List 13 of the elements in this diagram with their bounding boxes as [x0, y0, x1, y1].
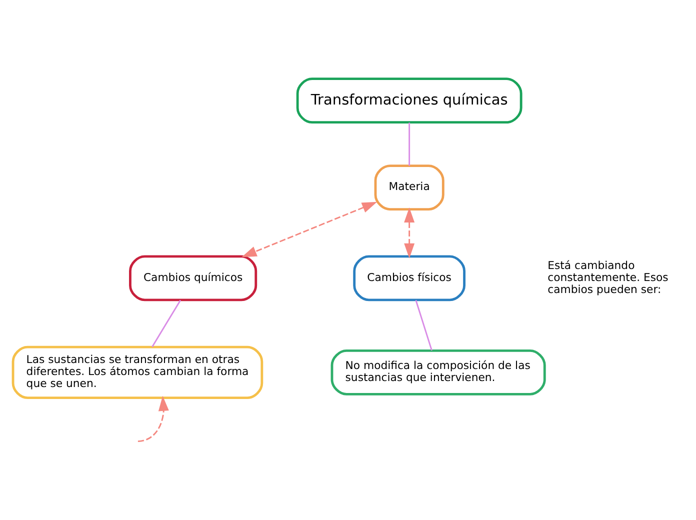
node-box: Cambios químicos	[129, 254, 258, 301]
arrow	[404, 206, 415, 258]
node-box: Transformaciones químicas	[296, 77, 522, 124]
node-box: Las sustancias se transforman en otras diferentes. Los átomos cambian la forma que se unen.	[12, 345, 264, 398]
connector	[415, 300, 432, 350]
node-box: Materia	[374, 164, 444, 210]
connector	[408, 122, 410, 166]
arrow	[138, 395, 169, 442]
connector	[152, 299, 182, 347]
label: Está cambiando constantemente. Esos cambios pueden ser:	[548, 258, 668, 296]
arrow	[242, 201, 378, 257]
node-box: No modifica la composición de las sustancias que intervienen.	[330, 348, 546, 395]
node-box: Cambios físicos	[353, 254, 466, 301]
